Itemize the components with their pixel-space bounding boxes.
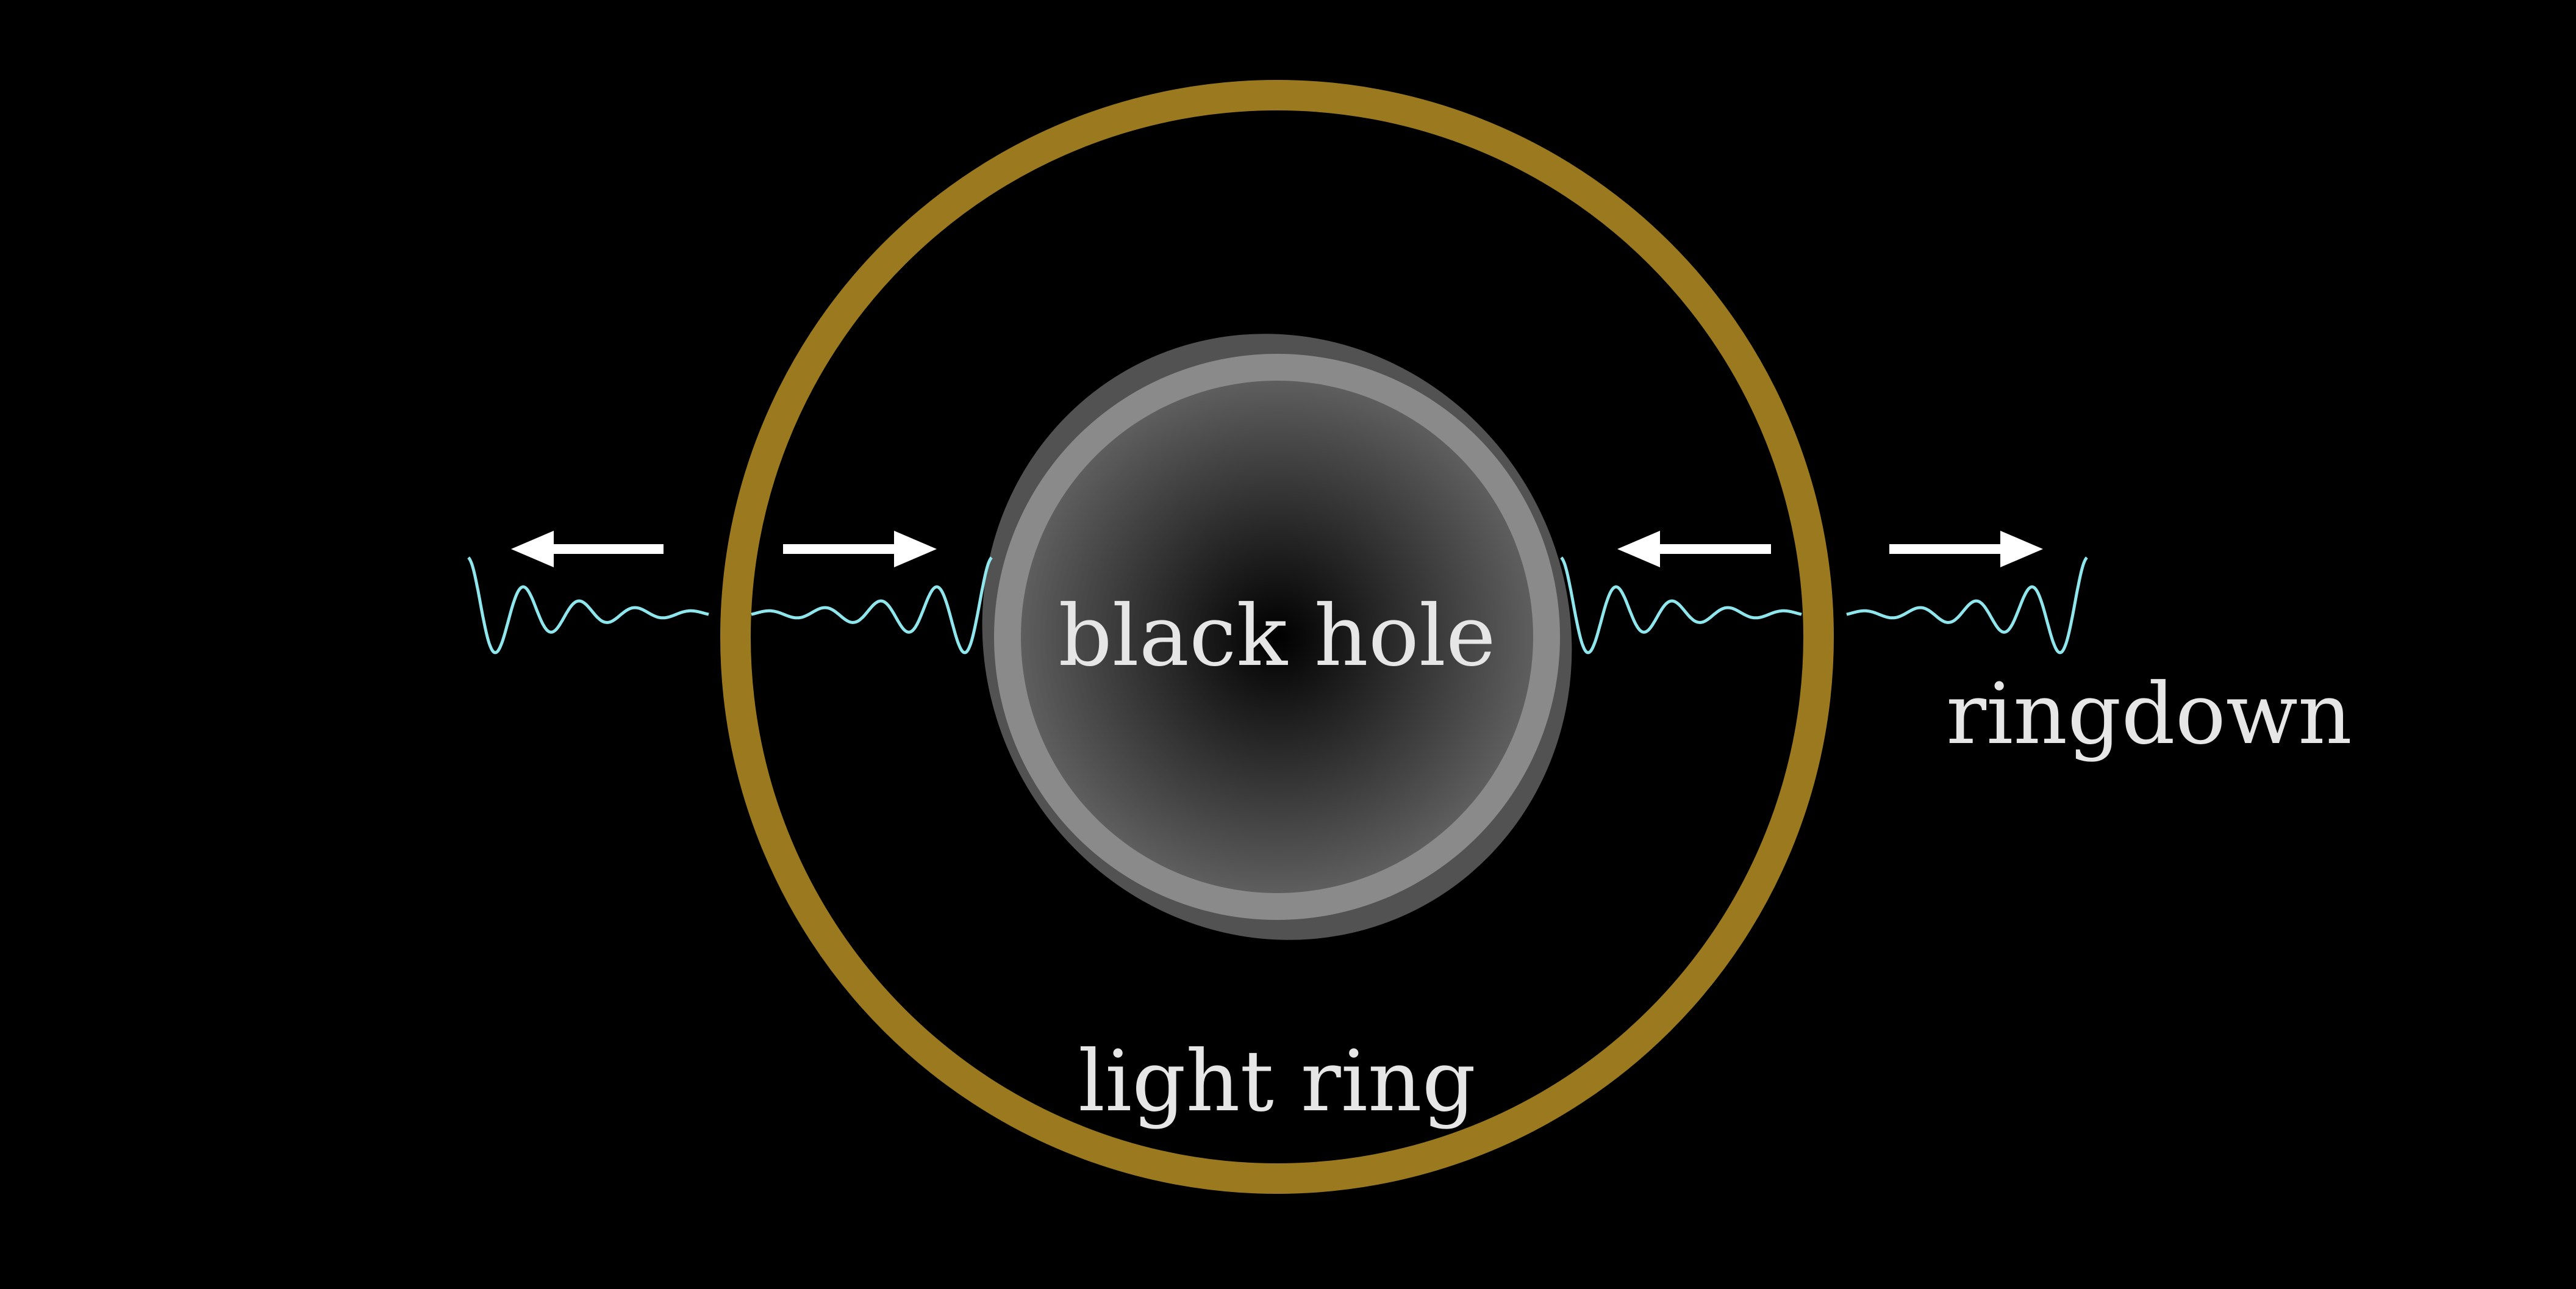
wave-left-outer [467, 556, 709, 655]
wave-left-inner [751, 556, 993, 655]
ringdown-label: ringdown [1946, 665, 2352, 763]
arrow-left-inner [1617, 531, 1771, 567]
light-ring-label: light ring [1078, 1032, 1476, 1130]
wave-group [467, 556, 2088, 655]
black-hole-label: black hole [1058, 587, 1495, 685]
arrow-right-outer [1889, 531, 2043, 567]
arrow-group [511, 531, 2043, 567]
wave-right-outer [1846, 556, 2088, 655]
arrow-left-outer [511, 531, 664, 567]
arrow-right-inner [783, 531, 937, 567]
light-ring [720, 80, 1834, 1194]
wave-right-inner [1560, 556, 1802, 655]
black-hole [982, 334, 1572, 940]
black-hole-core [1021, 381, 1533, 893]
